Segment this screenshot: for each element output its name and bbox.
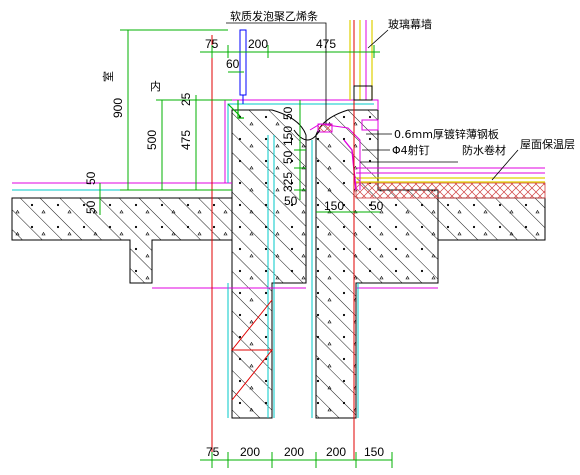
dim-bottom-200b: 200 bbox=[284, 445, 304, 459]
dim-left-25: 25 bbox=[179, 92, 193, 106]
label-curtain-wall: 玻璃幕墙 bbox=[388, 17, 432, 31]
right-slab bbox=[437, 197, 546, 241]
label-foam: 软质发泡聚乙烯条 bbox=[230, 9, 318, 23]
curtain-wall bbox=[239, 20, 379, 131]
dim-left-50b: 50 bbox=[84, 200, 98, 214]
label-insulation: 屋面保温层 bbox=[520, 137, 575, 151]
left-column bbox=[231, 109, 307, 419]
dimension-lines bbox=[99, 29, 393, 468]
left-slab bbox=[11, 197, 233, 284]
label-inside: 内 bbox=[150, 79, 161, 93]
label-nail: Φ4射钉 bbox=[392, 143, 430, 157]
roof-layers bbox=[355, 167, 546, 199]
dim-left-900: 900 bbox=[111, 98, 125, 118]
dim-left-50a: 50 bbox=[84, 171, 98, 185]
dim-mid-325: 325 bbox=[281, 172, 295, 192]
dim-top-60: 60 bbox=[226, 57, 240, 71]
dim-left-500: 500 bbox=[145, 130, 159, 150]
dim-mid-50b: 50 bbox=[281, 150, 295, 164]
dim-bottom-150: 150 bbox=[364, 445, 384, 459]
dim-left-475: 475 bbox=[179, 130, 193, 150]
dim-mid-50c: 50 bbox=[284, 194, 298, 208]
dim-top-75: 75 bbox=[205, 37, 219, 51]
label-room: 室 bbox=[101, 71, 115, 82]
dim-mid-150: 150 bbox=[281, 126, 295, 146]
dim-mid-150b: 150 bbox=[324, 199, 344, 213]
dim-mid-50a: 50 bbox=[281, 106, 295, 120]
dim-top-200: 200 bbox=[248, 37, 268, 51]
dim-top-475: 475 bbox=[316, 37, 336, 51]
dim-bottom-75: 75 bbox=[206, 445, 220, 459]
dim-bottom-200a: 200 bbox=[240, 445, 260, 459]
dim-mid-50d: 50 bbox=[370, 199, 384, 213]
label-waterproof: 防水卷材 bbox=[462, 143, 506, 157]
dim-bottom-200c: 200 bbox=[326, 445, 346, 459]
label-steel-plate: 0.6mm厚镀锌薄钢板 bbox=[394, 127, 499, 141]
leader-lines bbox=[226, 22, 519, 181]
